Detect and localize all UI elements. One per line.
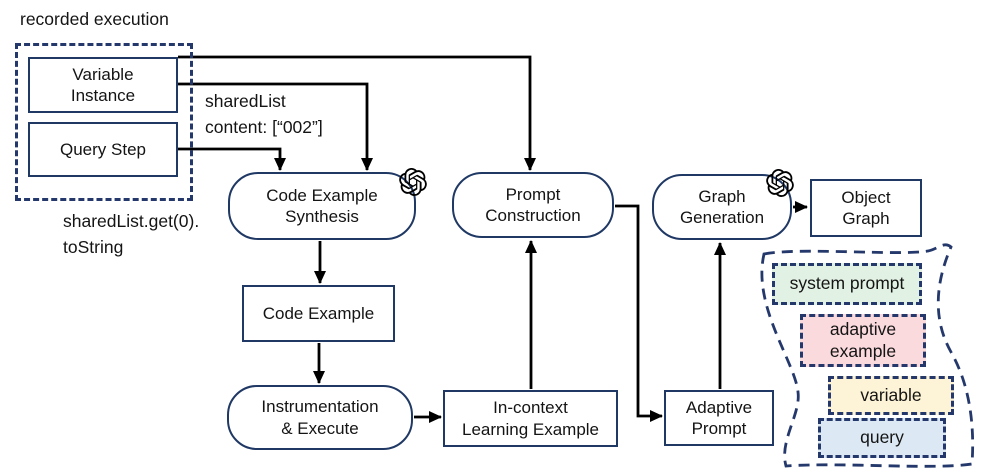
node-code-example-synthesis: Code Example Synthesis: [228, 172, 416, 240]
legend-system-prompt: system prompt: [772, 263, 922, 305]
node-in-context-learning-example-label: In-context Learning Example: [461, 398, 600, 439]
node-prompt-construction-label: Prompt Construction: [485, 184, 581, 225]
node-object-graph: Object Graph: [810, 179, 922, 237]
node-instrumentation-execute: Instrumentation & Execute: [227, 385, 413, 450]
legend-variable: variable: [828, 376, 954, 415]
node-graph-generation-label: Graph Generation: [679, 186, 765, 227]
legend-query-label: query: [860, 427, 904, 448]
node-object-graph-label: Object Graph: [841, 187, 891, 228]
node-variable-instance-label: Variable Instance: [70, 64, 136, 105]
edge-promptconstruction-to-adaptive: [615, 204, 663, 422]
openai-icon: [766, 169, 794, 197]
edge-variable-to-synthesis: [178, 82, 373, 171]
legend-adaptive-example: adaptive example: [800, 314, 926, 367]
node-instrumentation-execute-label: Instrumentation & Execute: [261, 397, 379, 438]
node-query-step: Query Step: [28, 122, 178, 177]
node-code-example-synthesis-label: Code Example Synthesis: [266, 185, 378, 226]
openai-icon: [399, 168, 427, 196]
legend-adaptive-example-label: adaptive example: [829, 318, 897, 361]
legend-variable-label: variable: [860, 384, 922, 405]
node-adaptive-prompt: Adaptive Prompt: [664, 390, 774, 446]
edge-query-to-synthesis: [178, 147, 286, 171]
node-variable-instance: Variable Instance: [28, 57, 178, 113]
node-code-example: Code Example: [242, 285, 395, 342]
legend-system-prompt-label: system prompt: [789, 273, 905, 294]
recorded-execution-group: [15, 43, 193, 201]
node-query-step-label: Query Step: [60, 139, 146, 159]
node-code-example-label: Code Example: [262, 303, 375, 323]
sharedlist-edge-label: sharedList content: [“002”]: [205, 91, 323, 138]
legend-query: query: [818, 418, 946, 458]
edge-variable-to-promptconstruction: [178, 55, 536, 171]
node-adaptive-prompt-label: Adaptive Prompt: [685, 397, 753, 438]
recorded-execution-label: recorded execution: [20, 9, 169, 29]
query-code-annotation: sharedList.get(0). toString: [63, 211, 200, 258]
node-in-context-learning-example: In-context Learning Example: [443, 390, 618, 447]
node-prompt-construction: Prompt Construction: [452, 172, 614, 238]
